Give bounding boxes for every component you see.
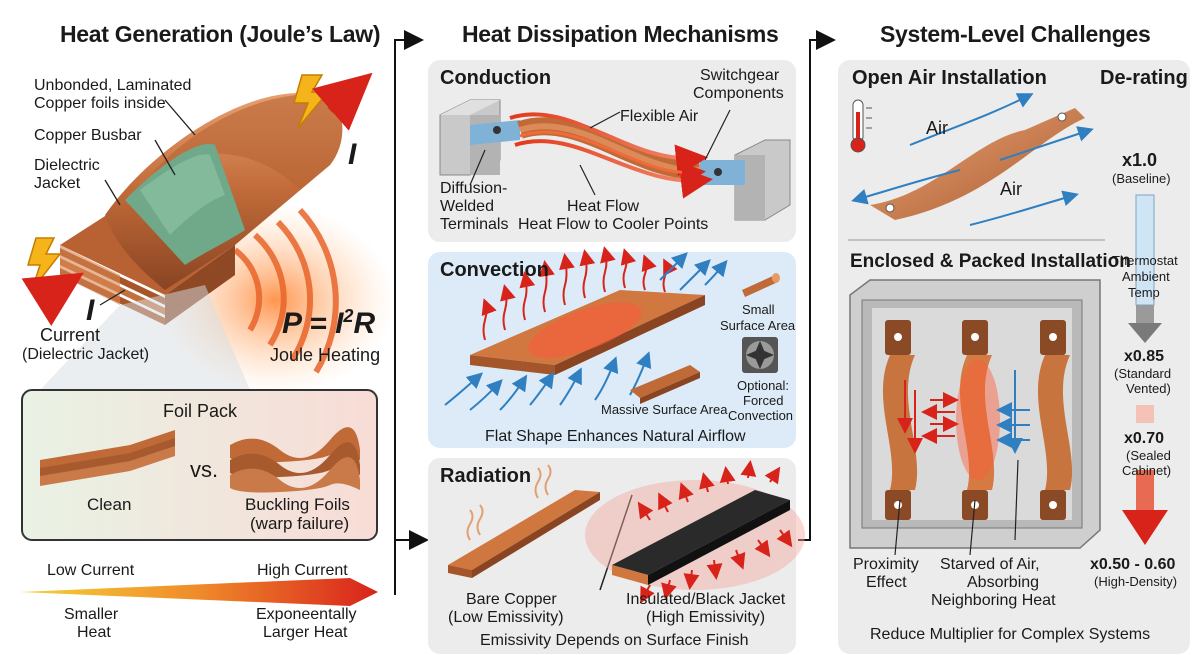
system-challenges-title: System-Level Challenges [880,21,1151,47]
air-label-bottom: Air [1000,179,1022,199]
small-area-line1: Small [742,302,775,317]
enclosed-title: Enclosed & Packed Installation [850,251,1131,272]
unbonded-label-line1: Unbonded, Laminated [34,77,192,94]
bare-copper-line1: Bare Copper [466,591,557,608]
convection-caption: Flat Shape Enhances Natural Airflow [485,428,746,445]
larger-heat-line2: Larger Heat [263,624,348,641]
starved-line1: Starved of Air, [940,556,1040,573]
bare-copper-line2: (Low Emissivity) [448,609,564,626]
radiation-title: Radiation [440,465,532,487]
current-sublabel: (Dielectric Jacket) [22,346,150,363]
massive-area-label: Massive Surface Area [601,402,728,417]
optional-line1: Optional: [737,378,790,393]
low-current-label: Low Current [47,562,135,579]
thermostat-line3: Temp [1128,285,1160,300]
formula-rhs: R [353,307,376,340]
conduction-title: Conduction [440,67,552,89]
joule-heating-label: Joule Heating [270,345,381,365]
derate-label-vented-line2: Vented) [1126,381,1171,396]
switchgear-label-line1: Switchgear [700,67,780,84]
heat-generation-title: Heat Generation (Joule’s Law) [60,21,381,47]
dielectric-label-line2: Jacket [34,175,81,192]
switchgear-label-line2: Components [693,85,784,102]
joule-formula: P = I2R [282,306,375,341]
insulated-line1: Insulated/Black Jacket [626,591,786,608]
derate-label-high-density: (High-Density) [1094,574,1178,589]
proximity-line2: Effect [866,574,907,591]
flexible-air-label: Flexible Air [620,108,699,125]
dielectric-label-line1: Dielectric [34,157,100,174]
current-label: Current [40,325,101,345]
buckling-label-line1: Buckling Foils [245,495,350,514]
unbonded-label-line2: Copper foils inside [34,95,166,112]
current-symbol-left: I [86,294,95,327]
foil-pack-title: Foil Pack [163,401,238,421]
clean-label: Clean [87,495,132,514]
vs-label: vs. [190,457,219,482]
formula-exponent: 2 [343,306,354,326]
open-air-title: Open Air Installation [852,67,1047,89]
convection-title: Convection [440,259,549,281]
derate-value-sealed: x0.70 [1124,430,1165,447]
proximity-line1: Proximity [853,556,919,573]
air-label-top: Air [926,118,948,138]
thermostat-line1: Thermostat [1112,253,1178,268]
smaller-heat-line2: Heat [77,624,111,641]
diffusion-label-line2: Welded [440,198,494,215]
larger-heat-line1: Exponeentally [256,606,357,623]
optional-line2: Forced [743,393,784,408]
derate-value-baseline: x1.0 [1122,150,1158,170]
formula-lhs: P = I [282,307,344,340]
heat-flow-cooler-label: Heat Flow to Cooler Points [518,216,709,233]
insulated-line2: (High Emissivity) [646,609,766,626]
thermostat-line2: Ambient [1122,269,1170,284]
derate-value-vented: x0.85 [1124,348,1165,365]
smaller-heat-line1: Smaller [64,606,119,623]
derate-label-sealed-line2: Cabinet) [1122,463,1172,478]
diffusion-label-line3: Terminals [440,216,509,233]
current-symbol-top: I [348,138,357,171]
derate-label-baseline: (Baseline) [1112,171,1171,186]
derate-label-vented-line1: (Standard [1114,366,1172,381]
diffusion-label-line1: Diffusion- [440,180,508,197]
radiation-caption: Emissivity Depends on Surface Finish [480,632,749,649]
small-area-line2: Surface Area [720,318,796,333]
heat-dissipation-title: Heat Dissipation Mechanisms [462,21,779,47]
optional-line3: Convection [728,408,794,423]
copper-busbar-label: Copper Busbar [34,127,142,144]
derating-title: De-rating [1100,67,1188,89]
heat-flow-label: Heat Flow [567,198,640,215]
system-caption: Reduce Multiplier for Complex Systems [870,626,1151,643]
derate-label-sealed-line1: (Sealed [1126,448,1171,463]
derate-value-high-density: x0.50 - 0.60 [1090,556,1176,573]
starved-line2: Absorbing [967,574,1040,591]
starved-line3: Neighboring Heat [931,592,1056,609]
buckling-label-line2: (warp failure) [250,514,350,533]
high-current-label: High Current [257,562,348,579]
